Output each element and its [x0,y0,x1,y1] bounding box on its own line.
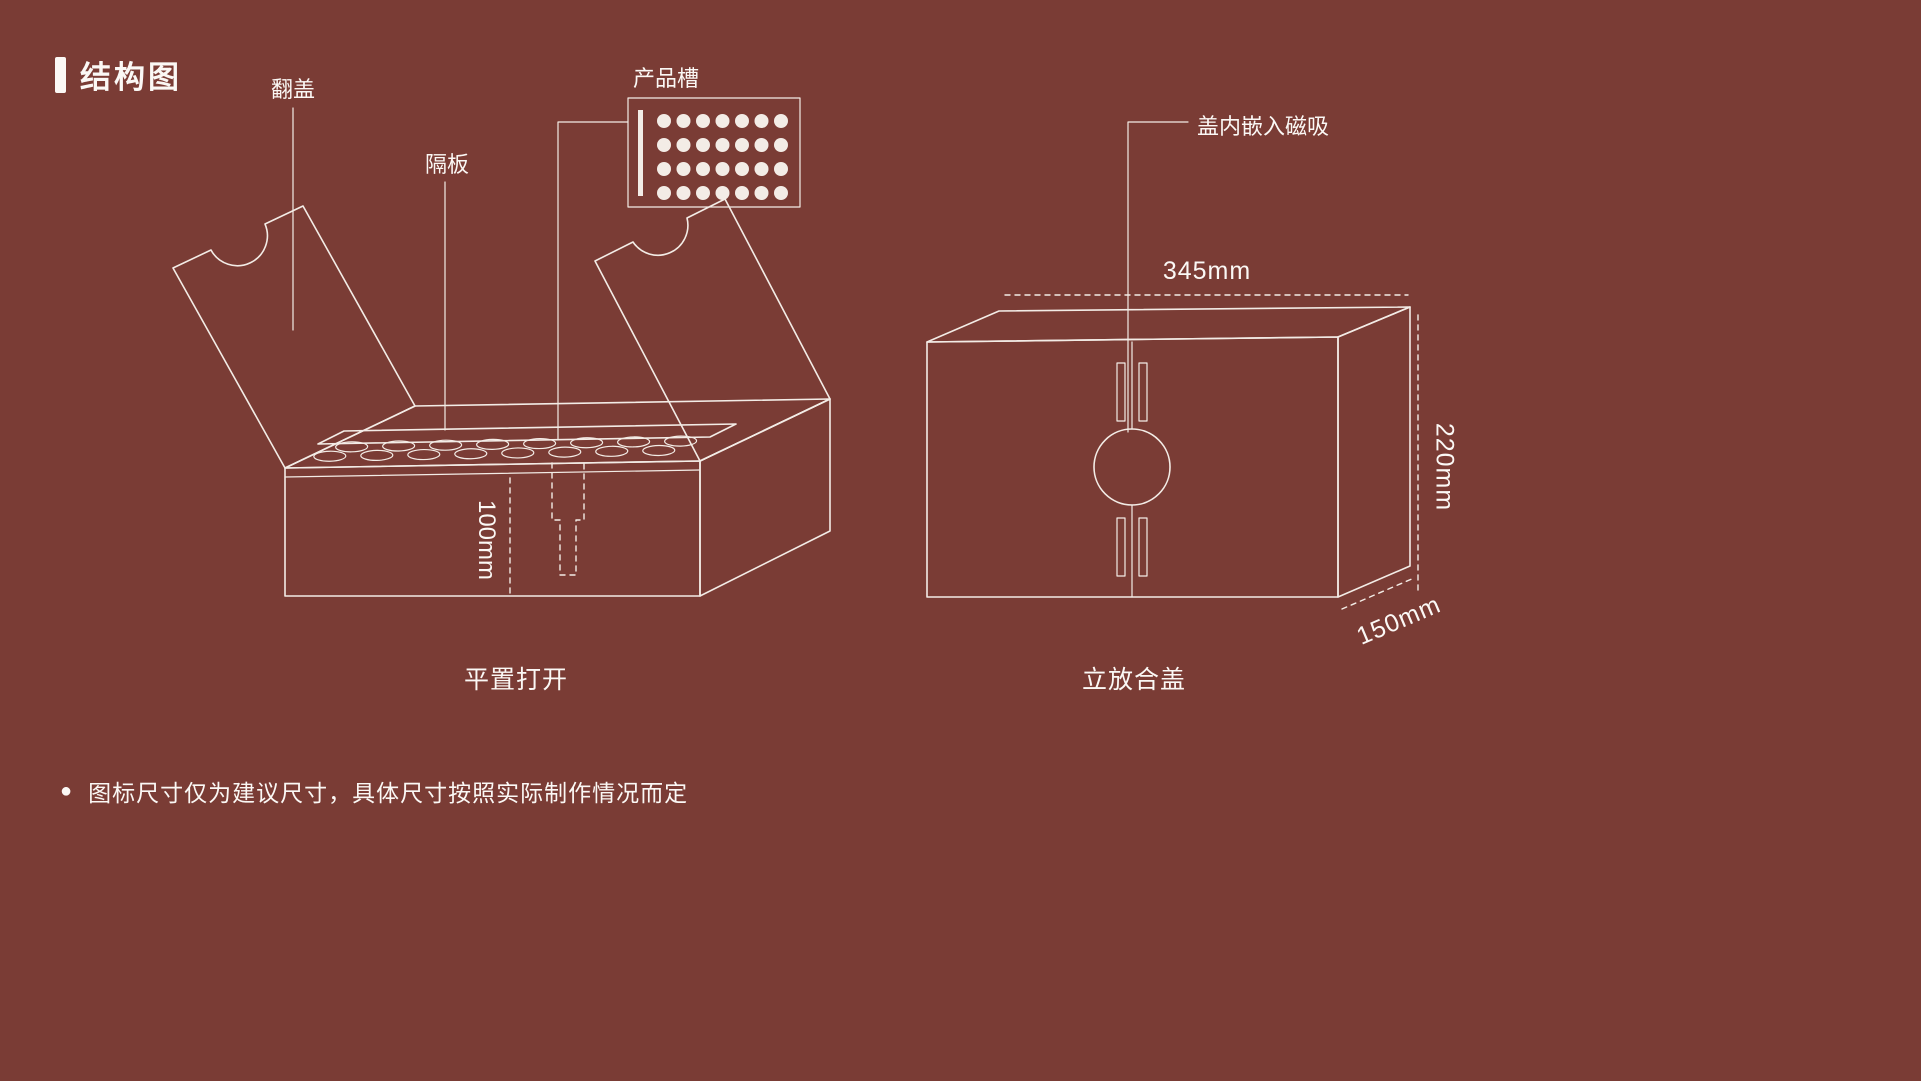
height-dimension-label: 100mm [473,499,500,581]
magnet-slot [1138,362,1148,422]
footer-note-text: 图标尺寸仅为建议尺寸，具体尺寸按照实际制作情况而定 [88,780,689,806]
hidden-slot-outline [551,462,585,576]
product-slot-label: 产品槽 [632,66,700,91]
bullet-icon: ● [60,780,73,802]
inset-side-bar [638,110,643,196]
height-dimension-label-right: 220mm [1430,422,1459,512]
product-slot-holes [313,435,698,463]
magnet-label: 盖内嵌入磁吸 [1197,114,1330,139]
product-slot-inset [627,97,801,208]
footer-note: ● 图标尺寸仅为建议尺寸，具体尺寸按照实际制作情况而定 [60,774,688,808]
open-box-drawing [172,97,831,597]
right-flap-shape [594,198,831,462]
magnet-slot [1116,517,1126,577]
depth-dimension-line [1341,577,1415,610]
inset-frame [627,97,801,208]
closed-box-caption: 立放合盖 [1081,666,1187,694]
open-box-caption: 平置打开 [463,666,569,694]
magnet-leader-line [1127,121,1189,433]
section-title: 结构图 [55,52,182,97]
divider-label: 隔板 [424,152,470,177]
tray-inner-edge [284,469,701,478]
title-marker-icon [55,56,66,93]
magnet-slot [1138,517,1148,577]
box-right-face [699,398,831,597]
closed-box-right-face [1337,306,1411,598]
page-title: 结构图 [80,60,182,95]
divider-strip [317,423,737,445]
width-dimension-label: 345mm [1162,257,1252,285]
finger-hole [1093,428,1171,506]
inset-dot-grid [657,114,788,200]
magnet-slot [1116,362,1126,422]
product-slot-leader-line [557,121,629,441]
closed-box-drawing [926,121,1419,610]
flip-cover-label: 翻盖 [270,77,316,102]
left-flap-shape [172,205,416,469]
